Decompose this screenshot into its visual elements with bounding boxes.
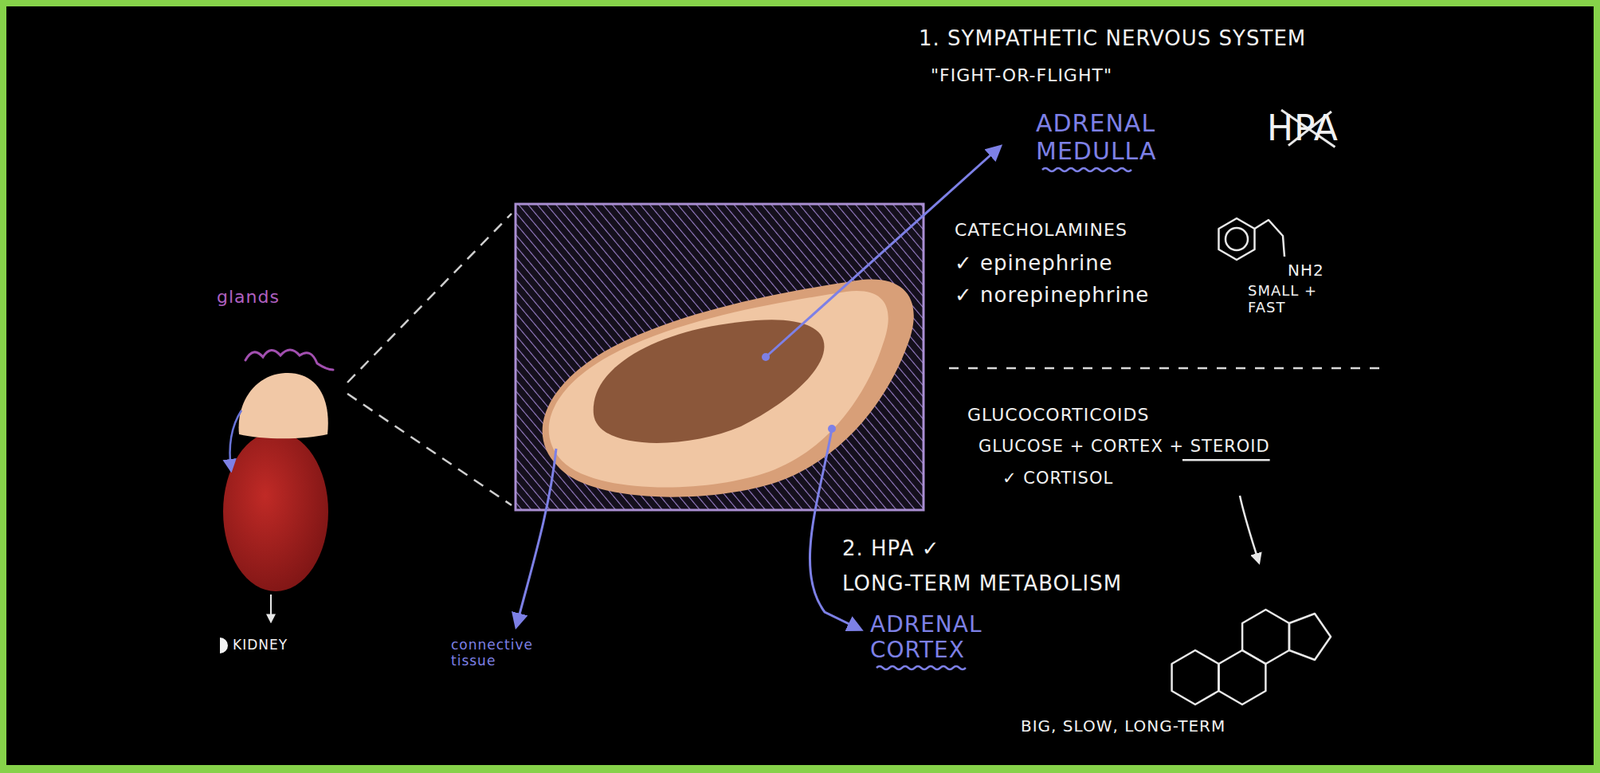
steroid-ring [1172,650,1220,705]
adrenal-medulla-region [593,319,825,444]
steroid-pentagon [1289,613,1331,660]
part-name: ADRENAL CORTEX [870,611,1014,663]
list-heading: CATECHOLAMINES [954,219,1128,240]
chemical-label: NH2 [1287,261,1325,280]
steroid-ring [1219,650,1267,705]
leader-arrow [516,448,557,627]
gland-squiggle [245,349,334,370]
zoom-box [515,203,924,510]
steroid-arrow [1239,495,1259,563]
chemical-structure [1172,218,1331,705]
heading-text: 1. SYMPATHETIC NERVOUS SYSTEM [918,27,1306,51]
list-item: ✓ CORTISOL [1002,468,1114,488]
benzene-circle [1225,227,1248,251]
underline [1182,458,1271,462]
subheading-text: "FIGHT-OR-FLIGHT" [930,65,1113,86]
note-text: SMALL + FAST [1247,282,1320,316]
part-name: glands [216,286,280,307]
kidney [223,431,329,592]
kidney-arrow [270,594,272,622]
gland-arrow [230,410,242,471]
leader-arrow [809,428,861,630]
note-text: GLUCOSE + CORTEX + STEROID [978,436,1271,456]
zoom-hatching [515,203,924,510]
kidney-icon [219,637,228,654]
divider [949,367,1389,370]
heading-text: LONG-TERM METABOLISM [842,572,1122,597]
underline [876,666,966,670]
part-name: connective tissue [450,637,547,669]
gland-capsule [542,278,914,497]
benzene-ring [1219,218,1255,260]
steroid-ring [1242,609,1290,664]
note-text: BIG, SLOW, LONG-TERM [1020,717,1226,736]
adrenal-gland [239,372,329,439]
underline [1042,168,1132,172]
list-item: ✓ norepinephrine [954,283,1150,308]
zoom-line [347,213,512,383]
adrenal-cortex-region [549,290,889,487]
part-name: KIDNEY [232,637,288,654]
part-name: ADRENAL MEDULLA [1035,109,1196,165]
list-item: ✓ epinephrine [954,251,1114,276]
heading-text: 2. HPA ✓ [842,537,940,561]
crossed-text: HPA [1266,108,1339,150]
ethylamine-chain [1254,219,1286,257]
zoom-line [347,393,512,506]
list-heading: GLUCOCORTICOIDS [967,404,1150,425]
